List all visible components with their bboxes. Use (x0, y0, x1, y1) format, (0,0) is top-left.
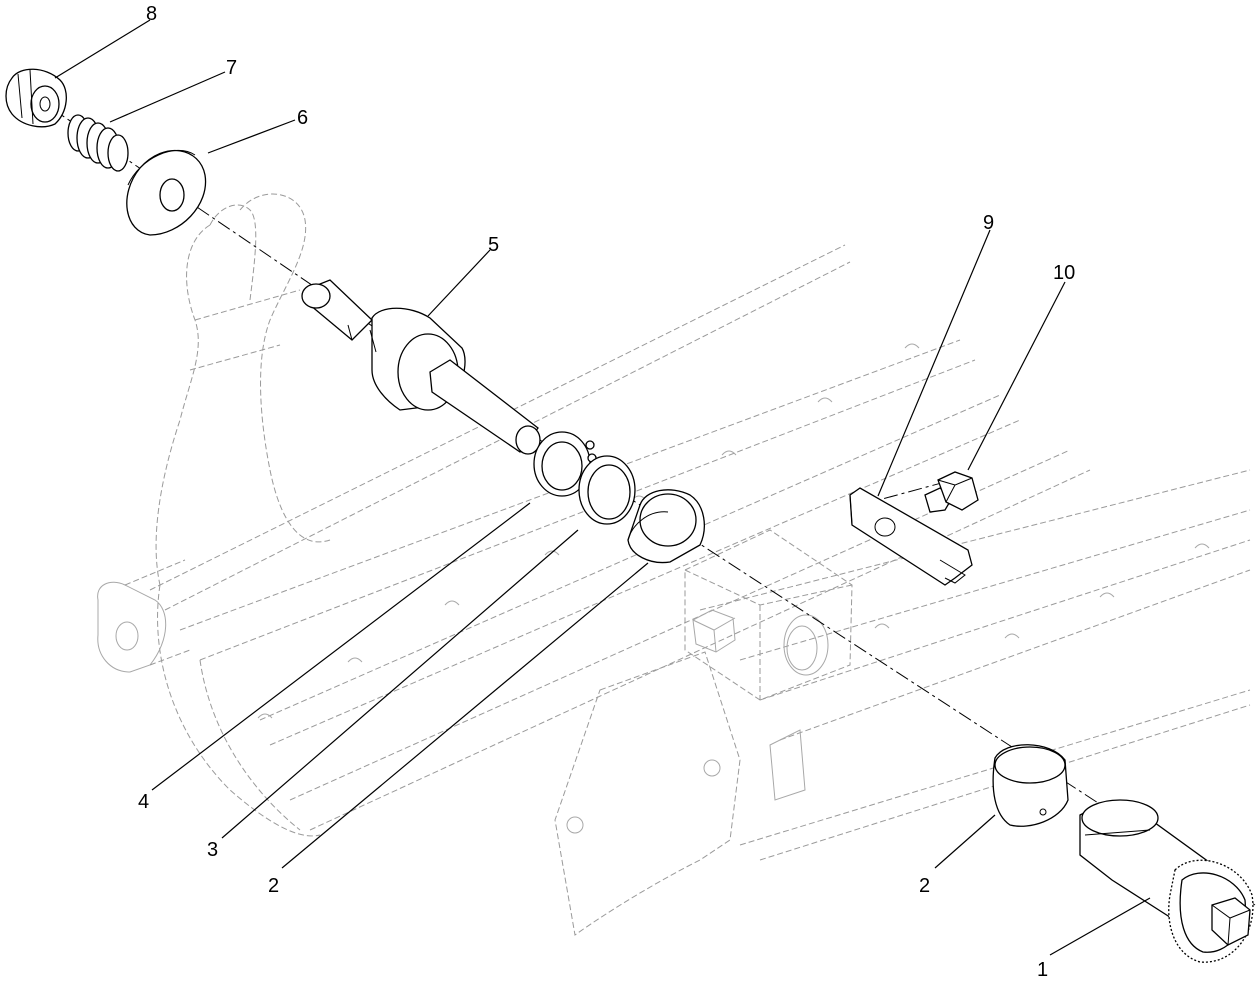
part-1-knurled-bolt (1079, 799, 1254, 963)
callout-9: 9 (983, 212, 994, 234)
callout-labels: 8 7 6 5 9 10 4 3 2 2 1 (138, 3, 1075, 981)
part-8-cap-nut (5, 68, 67, 128)
ghost-frame (97, 193, 1251, 936)
callout-6: 6 (297, 107, 308, 129)
part-10-hex-screw (924, 471, 979, 513)
part-4-retaining-ring (533, 431, 597, 497)
callout-4: 4 (138, 791, 149, 813)
callout-1: 1 (1037, 959, 1048, 981)
callout-2-upper: 2 (268, 875, 279, 897)
part-5-pivot-pin (301, 279, 541, 455)
part-6-washer (126, 149, 207, 236)
part-2-bushing-upper (627, 489, 705, 564)
callout-7: 7 (226, 57, 237, 79)
callout-2-lower: 2 (919, 875, 930, 897)
leader-lines (54, 19, 1151, 956)
part-3-thrust-washer (578, 455, 636, 525)
part-2-bushing-lower (992, 744, 1069, 827)
callout-3: 3 (207, 839, 218, 861)
part-7-spring (67, 114, 129, 172)
callout-5: 5 (488, 234, 499, 256)
callout-10: 10 (1053, 262, 1075, 284)
callout-8: 8 (146, 3, 157, 25)
part-9-lock-plate (849, 487, 973, 586)
